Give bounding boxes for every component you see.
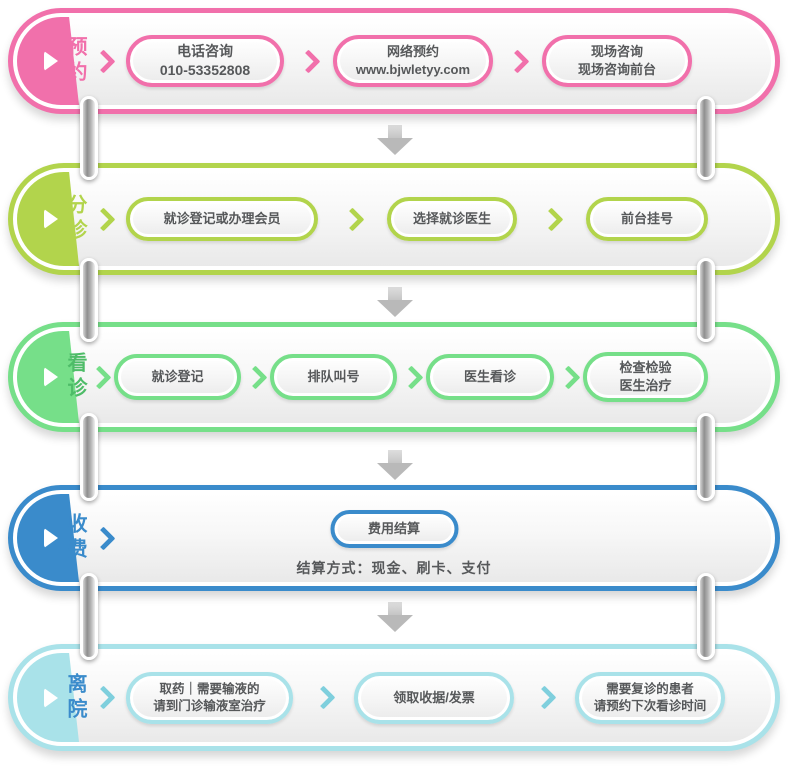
chevron-right-icon (91, 206, 116, 232)
band-payment: 收费 费用结算 结算方式：现金、刷卡、支付 (8, 485, 780, 591)
chevron-right-icon (532, 685, 557, 710)
chevron-right-icon (243, 364, 268, 390)
binder-ring (697, 258, 715, 342)
chevron-right-icon (505, 48, 530, 74)
down-arrow-icon (377, 287, 413, 317)
step-fee-settlement: 费用结算 (330, 510, 458, 548)
binder-ring (697, 413, 715, 501)
band-discharge: 离院 取药｜需要输液的 请到门诊输液室治疗 领取收据/发票 需要复诊的患者 请预… (8, 644, 780, 751)
band-payment-inner: 收费 费用结算 结算方式：现金、刷卡、支付 (17, 494, 771, 582)
band-triage: 分诊 就诊登记或办理会员 选择就诊医生 前台挂号 (8, 163, 780, 275)
step-onsite-consult: 现场咨询 现场咨询前台 (542, 35, 692, 87)
binder-ring (80, 258, 98, 342)
play-icon (44, 687, 58, 708)
step-front-desk-register: 前台挂号 (586, 197, 708, 241)
step-doctor-visit: 医生看诊 (426, 354, 554, 400)
band-label: 看诊 (64, 352, 86, 402)
binder-ring (80, 573, 98, 660)
binder-ring (697, 96, 715, 180)
chevron-right-icon (556, 364, 581, 390)
step-web-booking: 网络预约 www.bjwletyy.com (333, 35, 493, 87)
band-label: 预约 (64, 36, 86, 86)
band-consultation-inner: 看诊 就诊登记 排队叫号 医生看诊 检查检验 医生治疗 (17, 331, 771, 423)
band-cap (17, 653, 79, 742)
band-consultation: 看诊 就诊登记 排队叫号 医生看诊 检查检验 医生治疗 (8, 322, 780, 432)
chevron-right-icon (311, 685, 336, 710)
step-visit-register: 就诊登记 (114, 354, 241, 400)
chevron-right-icon (91, 685, 116, 710)
down-arrow-icon (377, 125, 413, 155)
step-phone-consult: 电话咨询 010-53352808 (126, 35, 284, 87)
band-appointment: 预约 电话咨询 010-53352808 网络预约 www.bjwletyy.c… (8, 8, 780, 114)
chevron-right-icon (340, 206, 365, 232)
band-cap (17, 331, 79, 423)
chevron-right-icon (399, 364, 424, 390)
chevron-right-icon (91, 48, 116, 74)
step-followup-booking: 需要复诊的患者 请预约下次看诊时间 (575, 671, 725, 724)
step-exam-treatment: 检查检验 医生治疗 (583, 352, 708, 402)
chevron-right-icon (87, 364, 112, 390)
band-label: 收费 (64, 513, 86, 563)
band-discharge-inner: 离院 取药｜需要输液的 请到门诊输液室治疗 领取收据/发票 需要复诊的患者 请预… (17, 653, 771, 742)
settlement-methods-note: 结算方式：现金、刷卡、支付 (296, 560, 492, 576)
band-label: 分诊 (64, 194, 86, 244)
band-cap (17, 172, 79, 266)
binder-ring (697, 573, 715, 660)
band-cap (17, 494, 79, 582)
down-arrow-icon (377, 602, 413, 632)
binder-ring (80, 413, 98, 501)
chevron-right-icon (296, 48, 321, 74)
play-icon (44, 367, 58, 387)
step-receipt-invoice: 领取收据/发票 (354, 671, 514, 724)
step-pharmacy-infusion: 取药｜需要输液的 请到门诊输液室治疗 (126, 671, 293, 724)
chevron-right-icon (91, 525, 116, 551)
band-cap (17, 17, 79, 105)
chevron-right-icon (539, 206, 564, 232)
binder-ring (80, 96, 98, 180)
play-icon (44, 209, 58, 229)
step-queue-call: 排队叫号 (270, 354, 397, 400)
band-triage-inner: 分诊 就诊登记或办理会员 选择就诊医生 前台挂号 (17, 172, 771, 266)
step-choose-doctor: 选择就诊医生 (387, 197, 517, 241)
play-icon (44, 51, 58, 71)
step-register-or-member: 就诊登记或办理会员 (126, 197, 318, 241)
band-appointment-inner: 预约 电话咨询 010-53352808 网络预约 www.bjwletyy.c… (17, 17, 771, 105)
down-arrow-icon (377, 450, 413, 480)
band-label: 离院 (64, 672, 86, 723)
play-icon (44, 528, 58, 548)
payment-center-column: 费用结算 结算方式：现金、刷卡、支付 (297, 510, 492, 578)
